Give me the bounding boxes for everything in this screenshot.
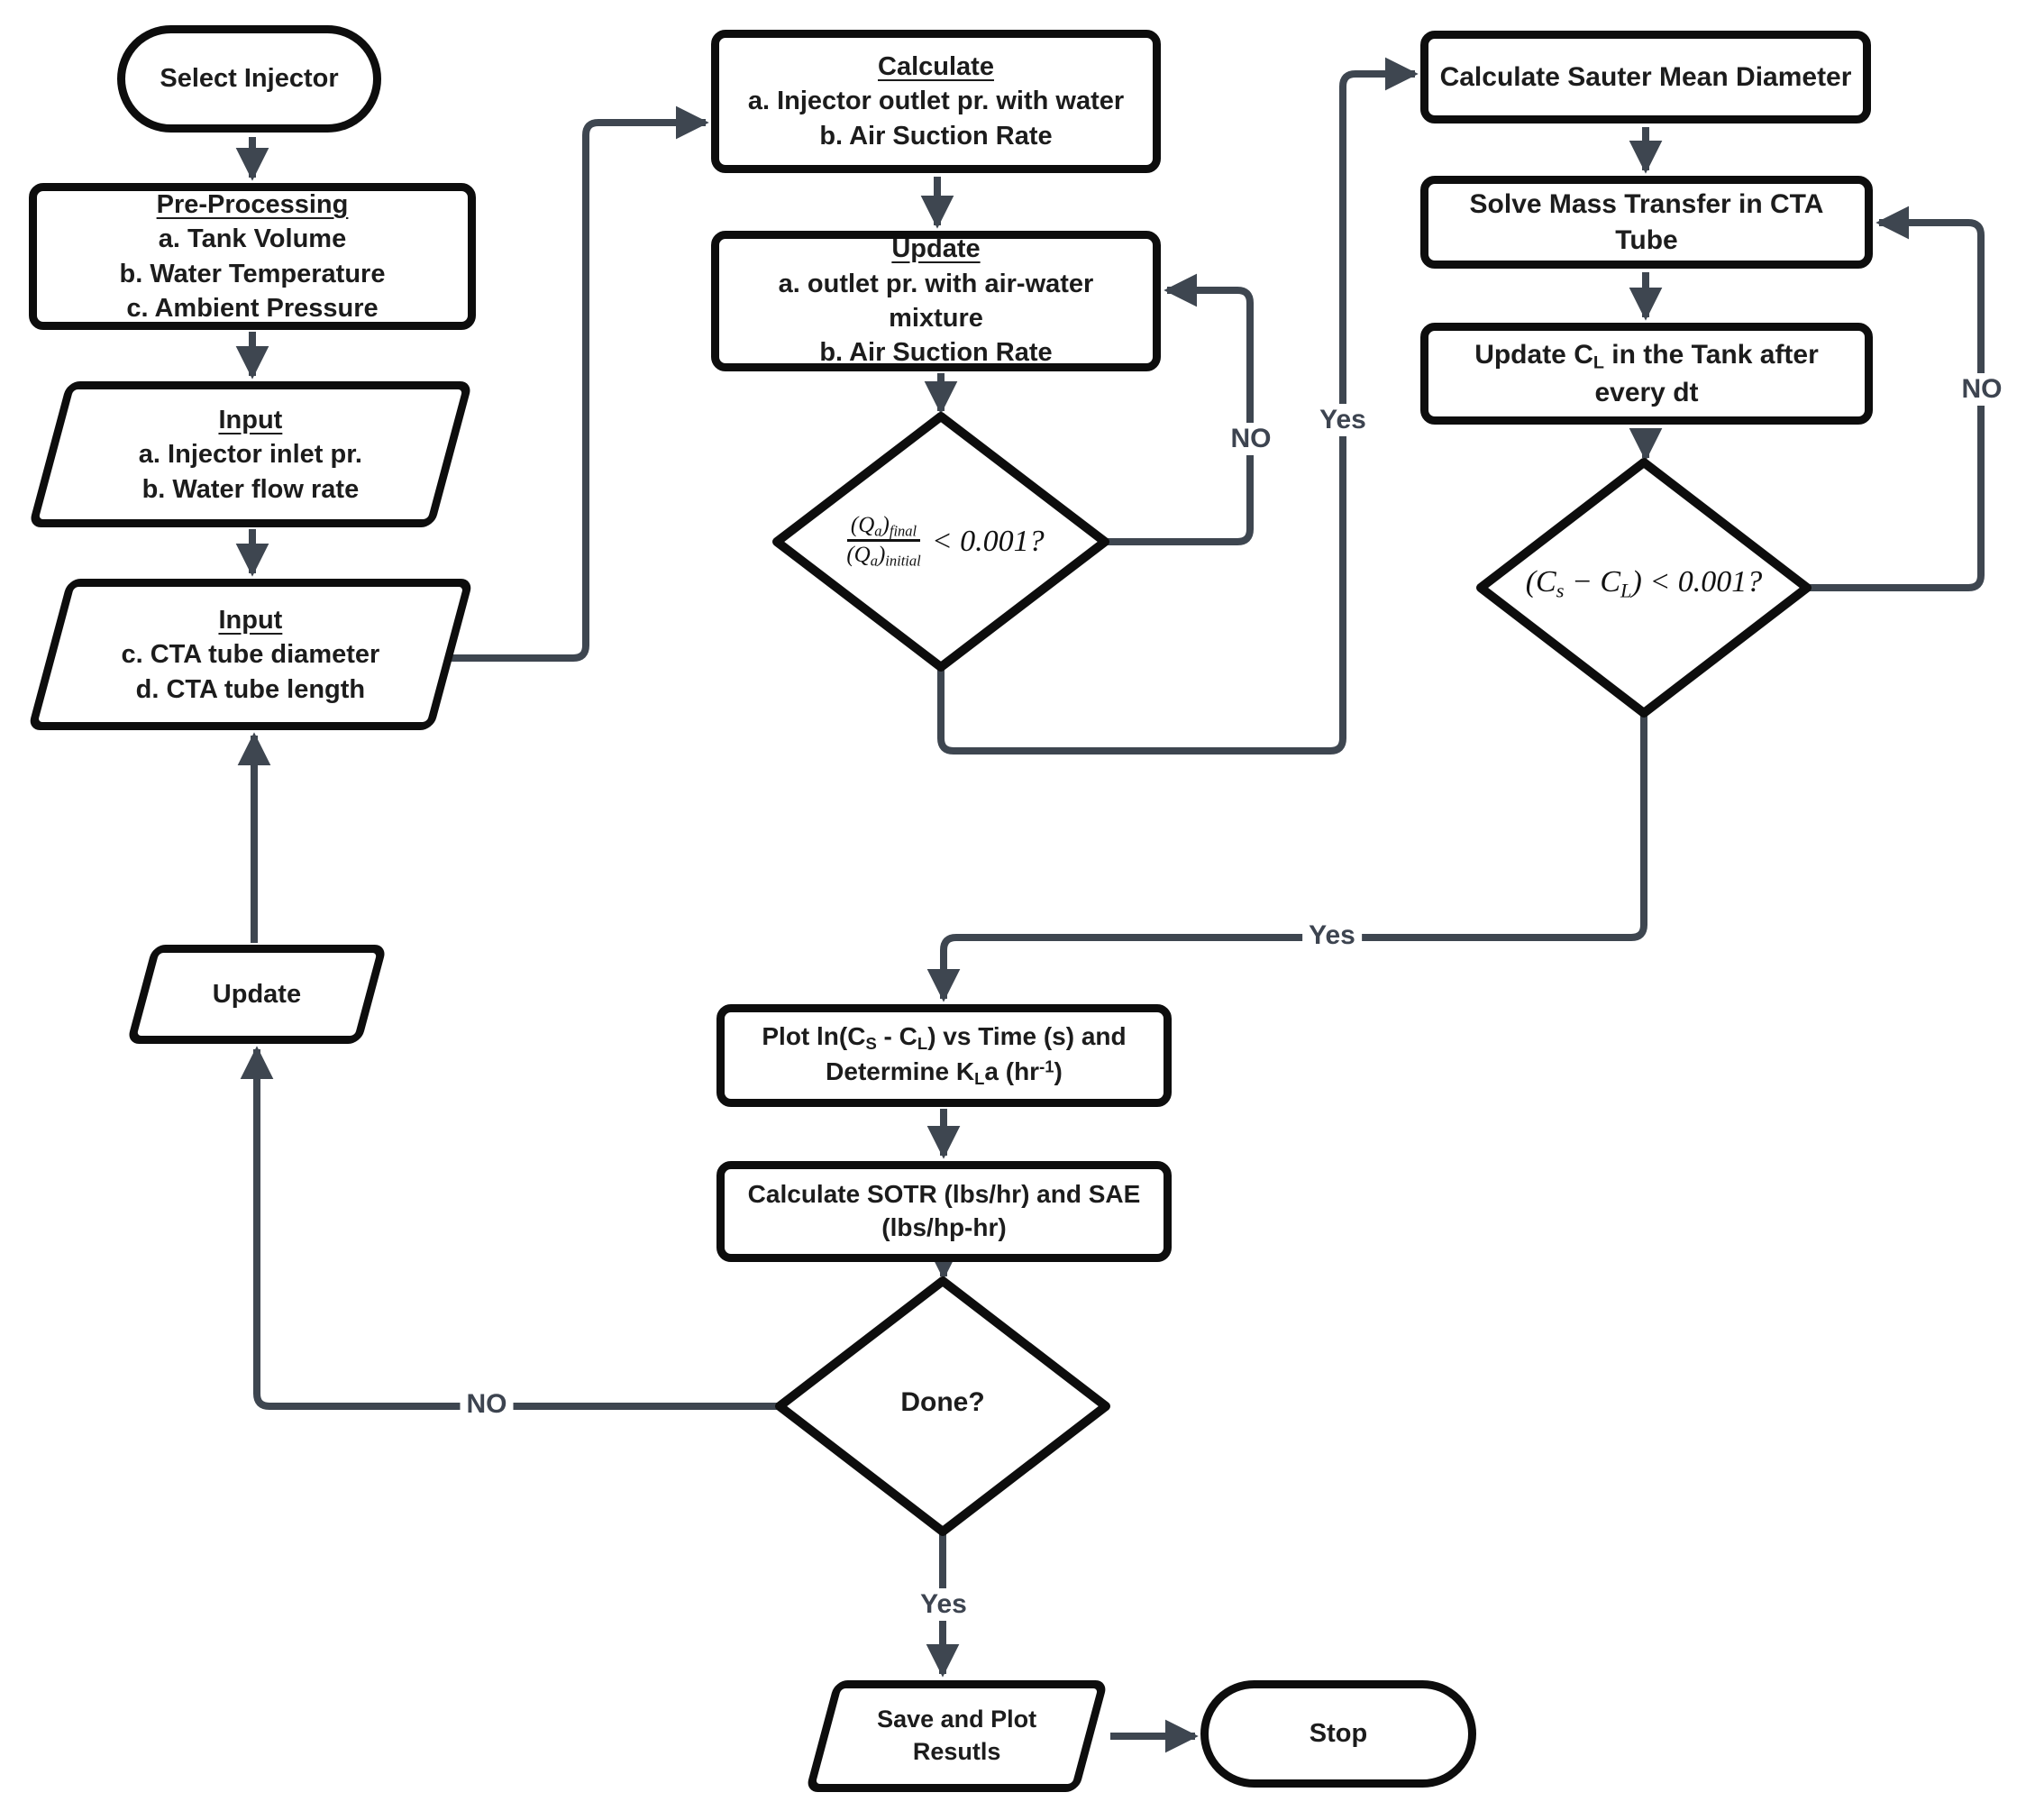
node-line: Update CL in the Tank after every dt <box>1474 339 1819 407</box>
node-line: b. Water Temperature <box>119 259 386 288</box>
node-stop: Stop <box>1200 1680 1476 1788</box>
node-pre-processing: Pre-Processing a. Tank Volume b. Water T… <box>29 183 476 330</box>
node-label: Update <box>212 979 302 1009</box>
node-line: a. outlet pr. with air-water mixture <box>778 269 1094 333</box>
edge-input-cd-to-calculate <box>449 105 709 662</box>
node-calculate: Calculate a. Injector outlet pr. with wa… <box>711 30 1161 173</box>
formula-numerator: (Qa)final <box>846 513 921 543</box>
node-solve-mass-transfer: Solve Mass Transfer in CTA Tube <box>1420 176 1873 269</box>
node-line: Plot ln(CS - CL) vs Time (s) and <box>762 1022 1127 1054</box>
decision-done-label: Done? <box>900 1387 985 1417</box>
node-title: Input <box>218 605 283 635</box>
node-plot-kla: Plot ln(CS - CL) vs Time (s) and Determi… <box>716 1004 1172 1107</box>
node-line: a. Injector inlet pr. <box>138 439 363 469</box>
node-line: b. Air Suction Rate <box>819 121 1053 151</box>
node-label: Select Injector <box>160 64 339 94</box>
node-line: c. Ambient Pressure <box>126 293 379 323</box>
edge-decision-cs-yes-to-plot <box>926 713 1647 1002</box>
node-line: d. CTA tube length <box>135 674 366 704</box>
decision-qa-formula: (Qa)final (Qa)initial < 0.001? <box>797 488 1094 596</box>
edge-decision-qa-yes-to-sauter <box>937 57 1419 755</box>
formula-comparison: < 0.001? <box>931 525 1045 558</box>
edge-decision-qa-no-loop <box>1105 273 1254 545</box>
node-title: Update <box>891 234 981 264</box>
node-calc-sotr-sae: Calculate SOTR (lbs/hr) and SAE (lbs/hp-… <box>716 1161 1172 1262</box>
decision-cs-formula: (Cs − CL) < 0.001? <box>1525 565 1763 602</box>
decision-done-diamond <box>775 1276 1110 1536</box>
edge-label-qa-yes: Yes <box>1313 404 1373 436</box>
node-sauter-diameter: Calculate Sauter Mean Diameter <box>1420 31 1871 123</box>
node-update-outlet: Update a. outlet pr. with air-water mixt… <box>711 231 1161 371</box>
node-line: Determine KLa (hr-1) <box>826 1056 1063 1089</box>
node-label: Calculate Sauter Mean Diameter <box>1439 61 1852 92</box>
node-title: Input <box>218 405 283 434</box>
node-line: (lbs/hp-hr) <box>881 1213 1007 1241</box>
edge-label-qa-no: NO <box>1224 423 1278 455</box>
node-line: b. Air Suction Rate <box>819 338 1053 368</box>
node-label: Stop <box>1309 1719 1368 1749</box>
edge-label-cs-yes: Yes <box>1302 919 1362 952</box>
node-line: a. Tank Volume <box>158 224 347 254</box>
edge-done-no-to-update-loop <box>240 1046 780 1410</box>
node-title: Pre-Processing <box>156 189 349 219</box>
node-input-ab: Input a. Injector inlet pr. b. Water flo… <box>28 381 473 527</box>
decision-qa-diamond <box>772 412 1109 672</box>
node-select-injector: Select Injector <box>117 25 381 133</box>
edge-label-cs-no: NO <box>1955 373 2009 406</box>
node-line: Calculate SOTR (lbs/hr) and SAE <box>747 1180 1141 1209</box>
node-title: Calculate <box>878 52 994 82</box>
node-save-plot-results: Save and Plot Resutls <box>805 1680 1109 1792</box>
node-label: Save and Plot Resutls <box>876 1706 1037 1765</box>
node-line: b. Water flow rate <box>141 474 360 504</box>
node-update-cl: Update CL in the Tank after every dt <box>1420 323 1873 425</box>
formula-denominator: (Qa)initial <box>846 543 921 570</box>
node-label: Solve Mass Transfer in CTA Tube <box>1469 188 1824 255</box>
edge-label-done-yes: Yes <box>914 1588 973 1621</box>
node-update-loop: Update <box>126 945 388 1044</box>
node-line: a. Injector outlet pr. with water <box>747 87 1125 116</box>
node-line: c. CTA tube diameter <box>121 639 380 669</box>
edge-label-done-no: NO <box>460 1388 514 1421</box>
node-input-cd: Input c. CTA tube diameter d. CTA tube l… <box>27 579 474 730</box>
decision-cs-diamond <box>1476 458 1812 718</box>
